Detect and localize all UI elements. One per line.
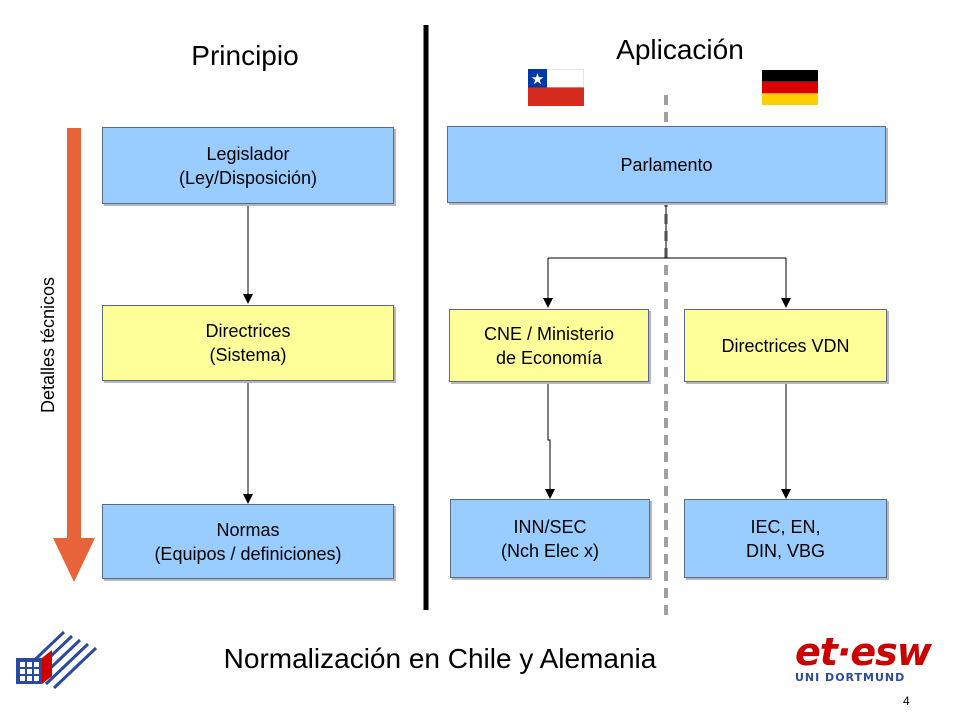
germany-standards-line1: IEC, EN, [750,516,821,537]
side-axis-label: Detalles técnicos [38,276,58,414]
legislator-box: Legislador (Ley/Disposición) [102,127,394,204]
right-heading: Aplicación [616,34,744,65]
germany-standards-box: IEC, EN, DIN, VBG [684,499,887,578]
guidelines-line2: (Sistema) [209,345,287,365]
germany-flag-icon [762,70,818,105]
chile-flag-icon [528,69,584,106]
germany-guidelines-box: Directrices VDN [684,309,887,382]
chile-standards-box: INN/SEC (Nch Elec x) [450,499,650,578]
etesw-logo: et·esw UNI DORTMUND [795,632,935,688]
guidelines-box: Directrices (Sistema) [102,305,394,381]
page-number: 4 [903,694,910,708]
detail-arrow [53,128,95,582]
arrow-ministry-to-inn [545,384,555,499]
footer-title: Normalización en Chile y Alemania [223,643,657,674]
left-heading: Principio [191,40,299,71]
standards-line2: (Equipos / definiciones) [154,543,342,564]
legislator-line2: (Ley/Disposición) [178,167,318,188]
chile-standards-line1: INN/SEC [513,516,587,537]
etesw-logo-subtext: UNI DORTMUND [795,671,906,684]
chile-ministry-line1: CNE / Ministerio [483,323,615,344]
chile-ministry-line2: de Economía [495,347,603,368]
guidelines-line1: Directrices [205,321,291,341]
standards-box: Normas (Equipos / definiciones) [102,504,394,579]
chile-ministry-box: CNE / Ministerio de Economía [449,309,649,382]
germany-guidelines-label: Directrices VDN [721,335,850,356]
germany-standards-line2: DIN, VBG [745,540,825,561]
legislator-line1: Legislador [206,143,290,164]
standards-line1: Normas [216,519,280,540]
chile-standards-line2: (Nch Elec x) [500,540,599,561]
university-logo-icon [16,630,98,690]
parliament-box: Parlamento [447,126,886,203]
etesw-logo-text: et·esw [795,630,932,674]
parliament-label: Parlamento [620,154,713,175]
